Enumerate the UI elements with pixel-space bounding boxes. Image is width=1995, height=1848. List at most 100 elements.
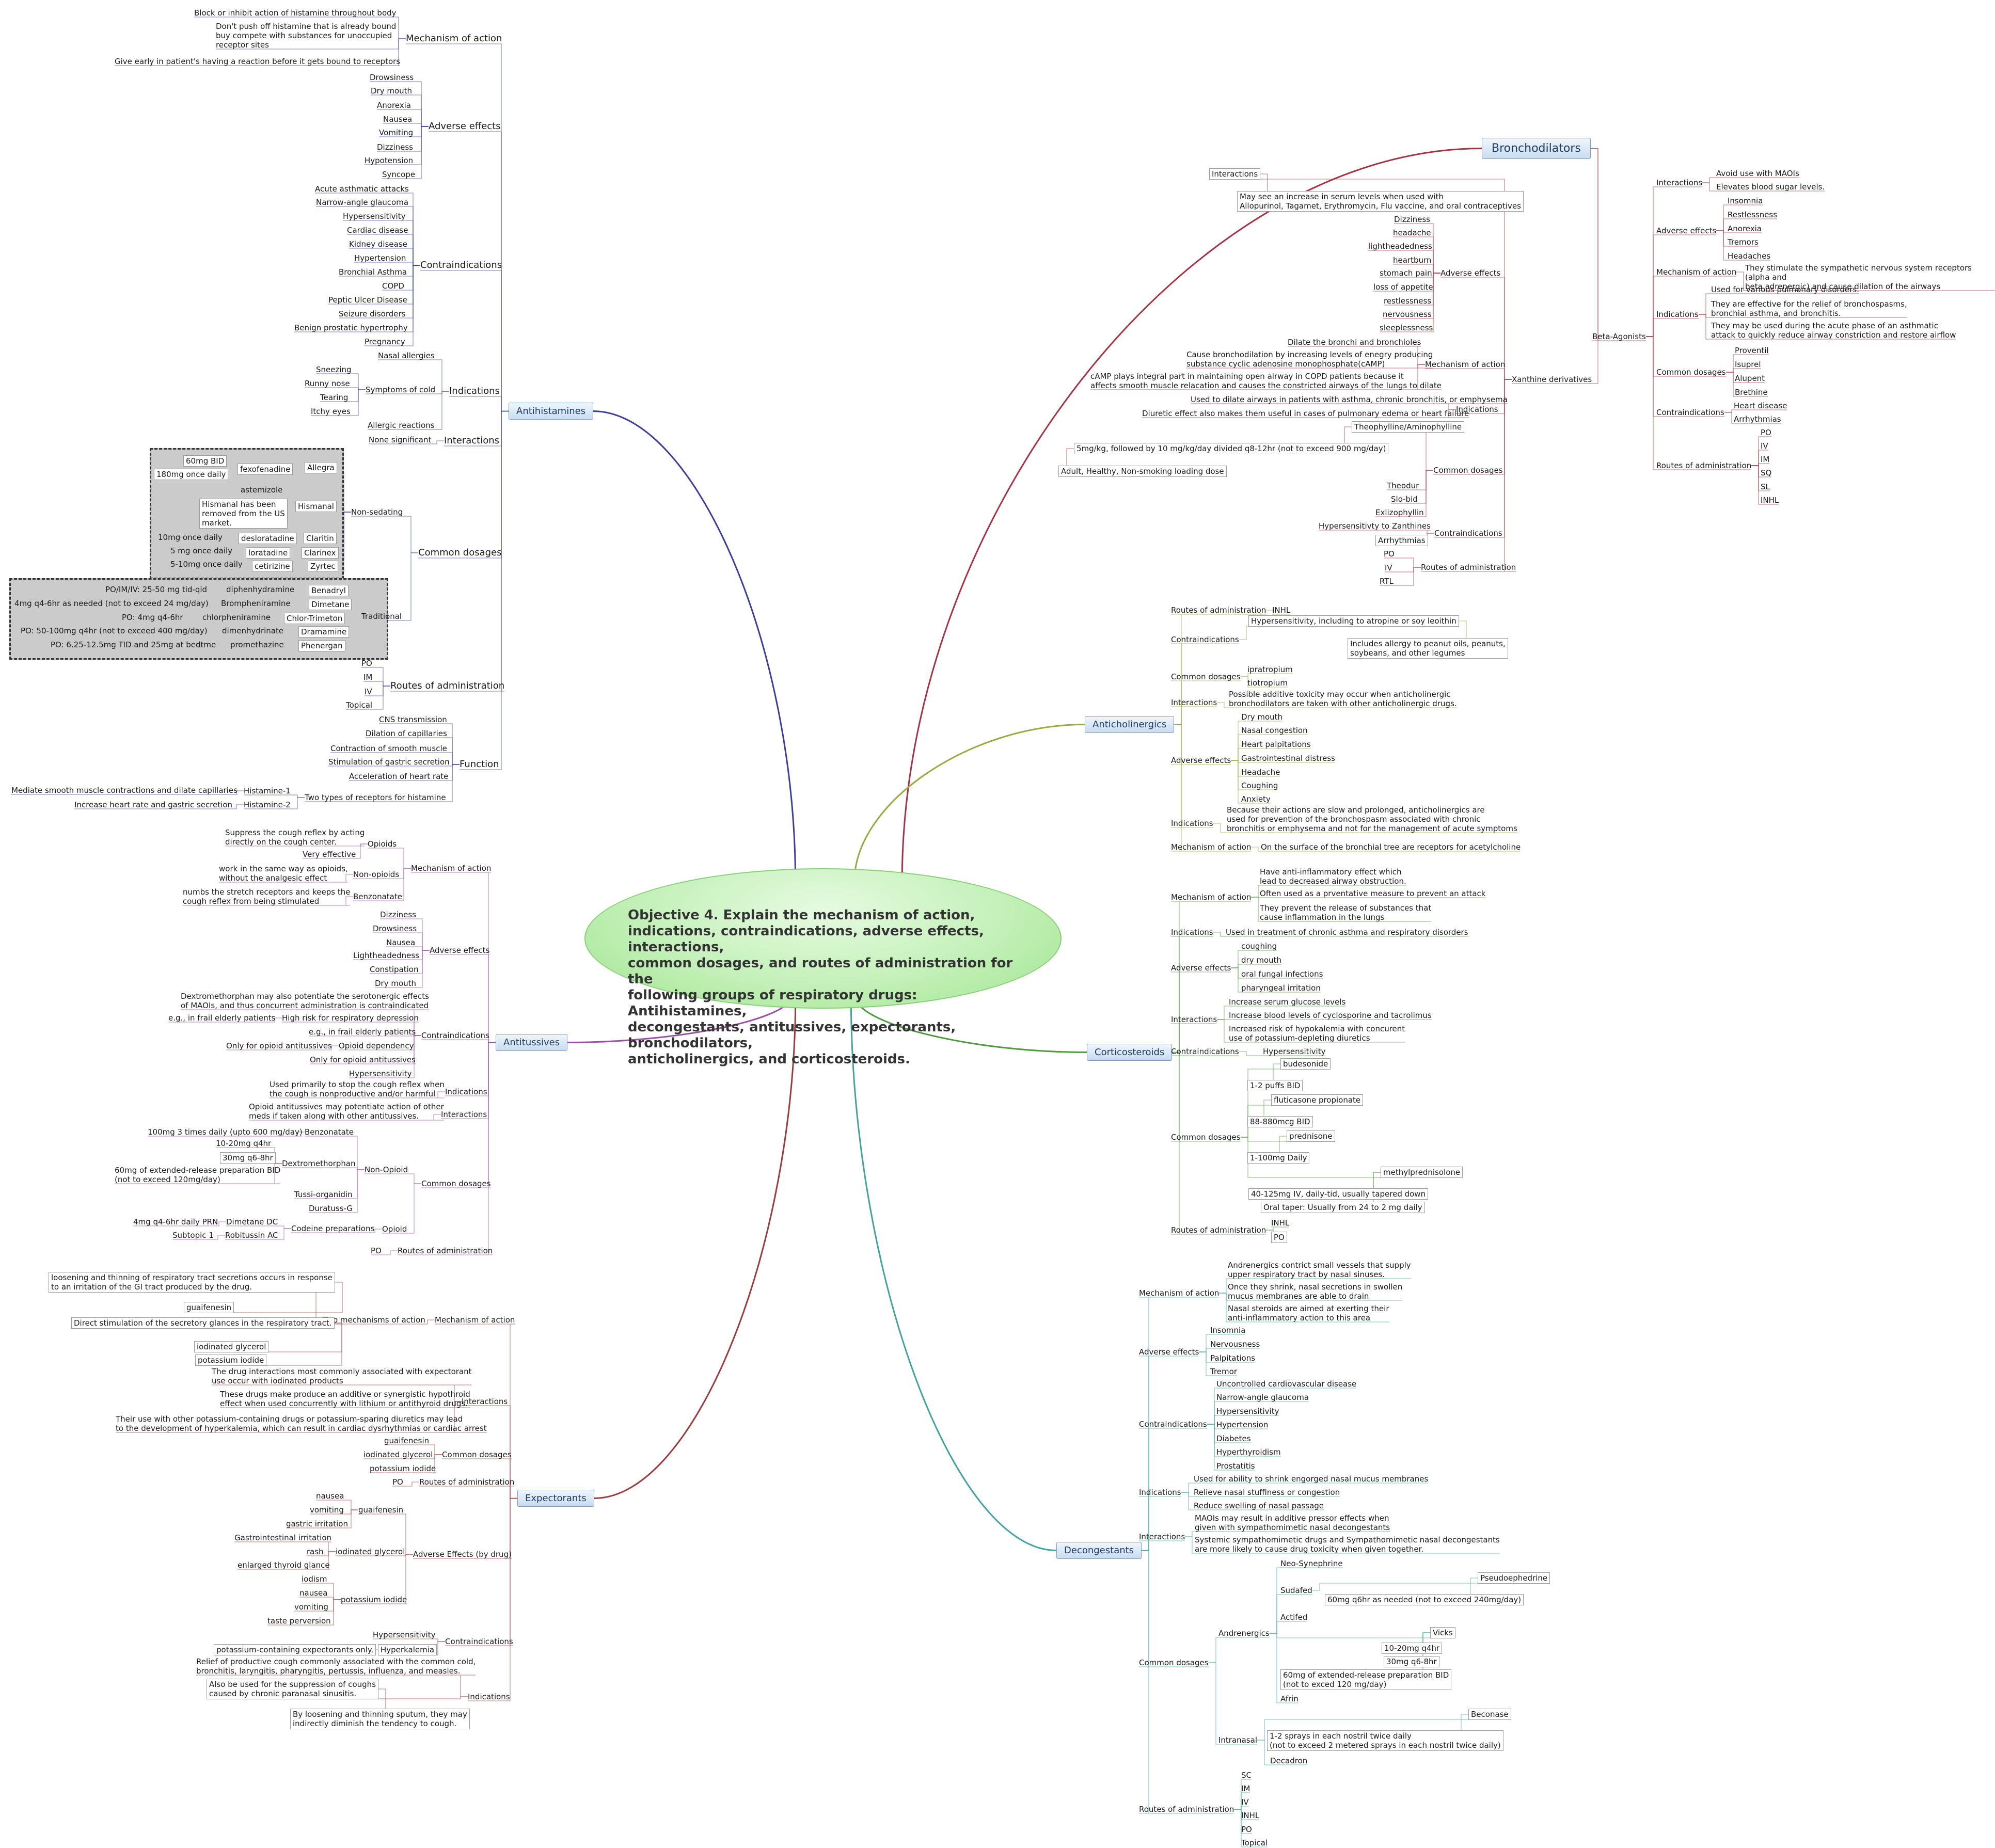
node-ac_roa[interactable]: Routes of administration <box>1171 606 1266 615</box>
node-bd_xa_moa3[interactable]: cAMP plays integral part in maintaining … <box>1090 372 1442 390</box>
node-at_ind1[interactable]: Used primarily to stop the cough reflex … <box>270 1080 445 1098</box>
node-ah_al3[interactable]: 180mg once daily <box>154 469 229 480</box>
node-ex_cd1[interactable]: guaifenesin <box>384 1436 430 1445</box>
node-ah_ct[interactable]: Chlor-Trimeton <box>284 613 345 624</box>
node-at_ci6[interactable]: Hypersensitivity <box>349 1069 412 1078</box>
node-cs_int1[interactable]: Increase serum glucose levels <box>1229 997 1346 1007</box>
node-cs_int3[interactable]: Increased risk of hypokalemia with concu… <box>1229 1024 1405 1043</box>
node-dc_ci5[interactable]: Diabetes <box>1216 1434 1251 1443</box>
node-ah_fn3[interactable]: Contraction of smooth muscle <box>330 744 447 753</box>
node-at_du[interactable]: Duratuss-G <box>309 1204 353 1213</box>
node-ah_moa3[interactable]: Give early in patient's having a reactio… <box>115 57 401 66</box>
node-at_dx[interactable]: Dextromethorphan <box>282 1159 356 1168</box>
node-bd_ba_cd[interactable]: Common dosages <box>1656 368 1726 377</box>
node-ah_ae5[interactable]: Vomiting <box>379 128 414 137</box>
central-topic-ellipse[interactable] <box>584 868 1062 1009</box>
node-ah_ind2[interactable]: Symptoms of cold <box>366 385 436 394</box>
node-bd_xa_ae1[interactable]: Dizziness <box>1394 215 1430 224</box>
node-ex_cd2[interactable]: iodinated glycerol <box>363 1450 433 1459</box>
node-dc_roa6[interactable]: Topical <box>1241 1838 1268 1847</box>
node-cs_ci[interactable]: Contraindications <box>1171 1047 1239 1056</box>
node-ah_fn1[interactable]: CNS transmission <box>379 715 447 724</box>
node-ah_moa2[interactable]: Don't push off histamine that is already… <box>216 22 397 50</box>
node-at_opd[interactable]: Opioid <box>382 1224 407 1234</box>
node-cs_moa2[interactable]: Often used as a prventative measure to p… <box>1260 889 1486 898</box>
node-ah_ph2[interactable]: PO: 6.25-12.5mg TID and 25mg at bedtme <box>51 640 216 649</box>
node-ah_ae2[interactable]: Dry mouth <box>371 86 413 95</box>
node-dc_su2[interactable]: 60mg q6hr as needed (not to exceed 240mg… <box>1325 1594 1524 1605</box>
node-bd_xa_cd1[interactable]: Theophylline/Aminophylline <box>1352 421 1465 433</box>
node-bd_xa_ind[interactable]: Indications <box>1456 405 1498 414</box>
node-ah_ci6[interactable]: Hypertension <box>354 253 406 263</box>
node-ex_pi[interactable]: potassium iodide <box>341 1595 407 1604</box>
node-bd_ba_roa5[interactable]: SL <box>1761 482 1770 491</box>
node-ex_two2[interactable]: Direct stimulation of the secretory glan… <box>71 1317 335 1329</box>
node-bd_xa_ae3[interactable]: lightheadedness <box>1368 242 1432 251</box>
node-dc_su[interactable]: Sudafed <box>1280 1586 1312 1595</box>
node-ex_ind1[interactable]: Relief of productive cough commonly asso… <box>196 1657 476 1676</box>
topic-bronchodilators[interactable]: Bronchodilators <box>1482 138 1591 159</box>
node-cs_ae4[interactable]: pharyngeal irritation <box>1241 983 1321 993</box>
node-ex_ig1[interactable]: Gastrointestinal irritation <box>234 1533 332 1542</box>
topic-decongestants[interactable]: Decongestants <box>1056 1542 1142 1559</box>
node-ac_ae5[interactable]: Headache <box>1241 768 1280 777</box>
node-ah_al1[interactable]: fexofenadine <box>237 464 293 475</box>
node-ex_ig3[interactable]: enlarged thyroid glance <box>237 1560 330 1570</box>
node-dc_ae4[interactable]: Tremor <box>1210 1367 1237 1376</box>
node-ah_h11[interactable]: Mediate smooth muscle contractions and d… <box>11 786 237 795</box>
topic-expectorants[interactable]: Expectorants <box>517 1490 594 1507</box>
node-at_ci1[interactable]: Dextromethorphan may also potentiate the… <box>181 992 429 1010</box>
node-bd_ba_ae5[interactable]: Headaches <box>1728 251 1771 261</box>
node-cs_cd2a[interactable]: 88-880mcg BID <box>1247 1116 1313 1127</box>
node-cs_cd4a[interactable]: 40-125mg IV, daily-tid, usually tapered … <box>1248 1188 1429 1200</box>
node-ac_moa[interactable]: Mechanism of action <box>1171 842 1252 852</box>
node-ah_zy[interactable]: Zyrtec <box>308 561 338 572</box>
node-bd_ba_roa6[interactable]: INHL <box>1761 496 1779 505</box>
node-dc_vi3[interactable]: 60mg of extended-release preparation BID… <box>1280 1669 1452 1690</box>
node-dc_an1[interactable]: Neo-Synephrine <box>1280 1559 1343 1568</box>
node-cs_cd[interactable]: Common dosages <box>1171 1133 1241 1142</box>
node-cs_ae1[interactable]: coughing <box>1241 942 1277 951</box>
node-ah_al2[interactable]: 60mg BID <box>183 455 227 467</box>
node-ex_gu1[interactable]: nausea <box>316 1491 344 1501</box>
node-ac_ae6[interactable]: Coughing <box>1241 781 1278 790</box>
node-ex_pi4[interactable]: taste perversion <box>267 1616 331 1626</box>
node-cs_roa1[interactable]: INHL <box>1271 1218 1290 1228</box>
node-dc_vi1[interactable]: 10-20mg q4hr <box>1382 1643 1443 1654</box>
node-bd_ba_roa3[interactable]: IM <box>1761 455 1770 464</box>
node-at_op1[interactable]: Suppress the cough reflex by acting dire… <box>225 828 365 847</box>
node-bd_ba_cd3[interactable]: Alupent <box>1735 374 1765 383</box>
node-dc_int2[interactable]: Systemic sympathomimetic drugs and Sympa… <box>1195 1535 1500 1554</box>
node-ah_dr2[interactable]: PO: 50-100mg q4hr (not to exceed 400 mg/… <box>21 626 208 635</box>
node-dc_roa1[interactable]: SC <box>1241 1771 1252 1780</box>
node-ac_ae4[interactable]: Gastrointestinal distress <box>1241 754 1335 763</box>
node-ah_hi1[interactable]: astemizole <box>241 485 283 495</box>
node-dc_ae3[interactable]: Palpitations <box>1210 1353 1256 1363</box>
node-dc_ci7[interactable]: Prostatitis <box>1216 1461 1255 1471</box>
node-ac_ae[interactable]: Adverse effects <box>1171 756 1231 765</box>
node-ex_int3[interactable]: Their use with other potassium-containin… <box>116 1414 487 1433</box>
node-bd_xa_ae5[interactable]: stomach pain <box>1380 268 1432 278</box>
node-cs_moa[interactable]: Mechanism of action <box>1171 893 1252 902</box>
node-at_roa1[interactable]: PO <box>371 1246 382 1255</box>
node-bd_xa_cd[interactable]: Common dosages <box>1433 466 1503 475</box>
node-ah_ci5[interactable]: Kidney disease <box>349 240 407 249</box>
node-dc_ci[interactable]: Contraindications <box>1139 1420 1207 1429</box>
node-ah_ci12[interactable]: Pregnancy <box>365 337 405 346</box>
node-bd_ba_moa[interactable]: Mechanism of action <box>1656 267 1737 277</box>
node-at_tu[interactable]: Tussi-organidin <box>294 1190 353 1199</box>
node-at_np[interactable]: Non-Opioid <box>365 1165 408 1174</box>
node-ac_int1[interactable]: Possible additive toxicity may occur whe… <box>1229 690 1457 708</box>
node-dc_dk[interactable]: Decadron <box>1270 1756 1308 1765</box>
node-ac_moa1[interactable]: On the surface of the bronchial tree are… <box>1261 842 1521 852</box>
node-bd_xa_int[interactable]: Interactions <box>1209 168 1261 180</box>
node-dc_in[interactable]: Intranasal <box>1218 1735 1258 1745</box>
node-at_int1[interactable]: Opioid antitussives may potentiate actio… <box>249 1102 444 1121</box>
node-at_ci5[interactable]: Only for opioid antitussives <box>310 1055 416 1064</box>
node-ex_int1[interactable]: The drug interactions most commonly asso… <box>212 1367 472 1385</box>
node-ah_moa1[interactable]: Block or inhibit action of histamine thr… <box>194 8 397 18</box>
node-bd_xa_cd3[interactable]: Slo-bid <box>1391 495 1418 504</box>
node-dc_ac[interactable]: Actifed <box>1280 1613 1308 1622</box>
node-ah_cl2[interactable]: 10mg once daily <box>158 533 223 542</box>
node-ah_cx[interactable]: Clarinex <box>302 547 339 559</box>
